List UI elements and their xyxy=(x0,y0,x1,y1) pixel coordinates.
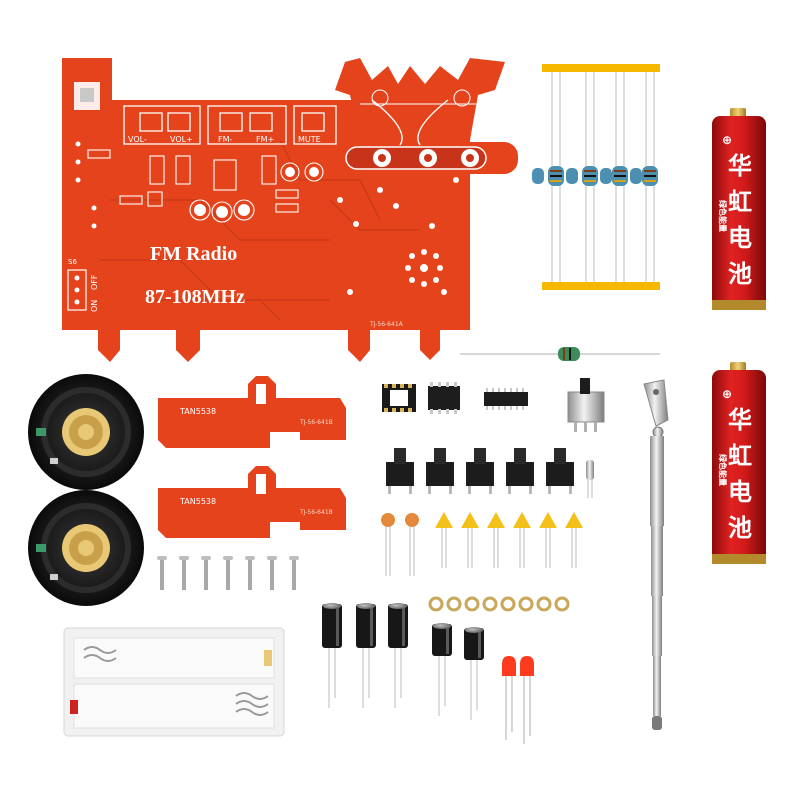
battery-brand-char: 电 xyxy=(728,224,752,252)
button-label-mute: MUTE xyxy=(298,135,321,144)
tact-switch xyxy=(426,448,454,494)
ceramic-capacitor xyxy=(487,512,505,568)
led xyxy=(520,656,534,744)
battery-brand-char: 虹 xyxy=(728,442,752,470)
battery-sub-label: 绿色能量 xyxy=(718,454,728,486)
screw xyxy=(157,556,167,590)
slide-switch xyxy=(567,378,605,432)
nut xyxy=(500,596,516,612)
resistor xyxy=(532,168,642,184)
battery-sub-label: 绿色能量 xyxy=(718,200,728,232)
pcb-board: VOL- VOL+ FM- FM+ MUTE xyxy=(62,58,518,362)
resistor-strip xyxy=(532,64,660,290)
led xyxy=(502,656,516,740)
tact-switch xyxy=(466,448,494,494)
button-label-vol-plus: VOL+ xyxy=(170,135,193,144)
nut xyxy=(446,596,462,612)
battery-brand-char: 池 xyxy=(728,260,752,288)
electrolytic-capacitor xyxy=(322,603,342,708)
nut xyxy=(518,596,534,612)
screw xyxy=(179,556,189,590)
inductor xyxy=(460,347,660,361)
electrolytic-capacitor xyxy=(464,627,484,720)
bracket: TAN5538 TJ-56-641B xyxy=(158,376,346,448)
pcb-band: 87-108MHz xyxy=(145,286,245,308)
pcb-board-code: TJ-56-641A xyxy=(369,321,404,328)
screw xyxy=(223,556,233,590)
ceramic-capacitor xyxy=(565,512,583,568)
speaker-holes xyxy=(405,249,443,287)
electrolytic-capacitors xyxy=(322,603,484,720)
nut xyxy=(428,596,444,612)
battery-symbol: ⊕ xyxy=(722,133,732,147)
battery-brand-char: 虹 xyxy=(728,188,752,216)
screw xyxy=(267,556,277,590)
bracket: TAN5538 TJ-56-641B xyxy=(158,466,346,538)
nuts xyxy=(428,596,570,612)
ic-socket xyxy=(382,384,416,412)
electrolytic-capacitor xyxy=(432,623,452,716)
electrolytic-capacitor xyxy=(356,603,376,708)
battery: ⊕ 华 虹 电 池 绿色能量 xyxy=(712,108,766,310)
screw xyxy=(245,556,255,590)
screw xyxy=(201,556,211,590)
ic-chip-dip8 xyxy=(428,382,460,414)
resistor xyxy=(548,166,564,186)
screw xyxy=(289,556,299,590)
battery-symbol: ⊕ xyxy=(722,387,732,401)
pcb-title: FM Radio xyxy=(150,243,237,265)
telescopic-antenna xyxy=(643,379,669,730)
electrolytic-capacitor xyxy=(388,603,408,708)
ceramic-capacitor xyxy=(539,512,557,568)
speaker xyxy=(28,490,144,606)
battery-brand-char: 电 xyxy=(728,478,752,506)
resistor xyxy=(612,166,628,186)
nut xyxy=(554,596,570,612)
bracket-code: TJ-56-641B xyxy=(299,419,333,426)
button-label-fm-plus: FM+ xyxy=(256,135,274,144)
battery-holder xyxy=(63,627,285,737)
bracket-code: TJ-56-641B xyxy=(299,509,333,516)
resistor xyxy=(642,166,658,186)
switch-label: S6 xyxy=(68,258,77,266)
ceramic-capacitor xyxy=(381,513,395,576)
ceramic-capacitor xyxy=(405,513,419,576)
ic-chip-soic xyxy=(484,388,528,410)
battery-brand-char: 华 xyxy=(728,406,752,434)
resistor xyxy=(582,166,598,186)
nut xyxy=(536,596,552,612)
ceramic-capacitors xyxy=(381,512,583,576)
nut xyxy=(482,596,498,612)
tact-switch xyxy=(506,448,534,494)
battery: ⊕ 华 虹 电 池 绿色能量 xyxy=(712,362,766,564)
tact-switch xyxy=(546,448,574,494)
button-label-vol-minus: VOL- xyxy=(128,135,147,144)
speaker xyxy=(28,374,144,490)
tact-switches xyxy=(386,448,574,494)
ceramic-capacitor xyxy=(513,512,531,568)
tact-switch xyxy=(386,448,414,494)
screws xyxy=(157,556,299,590)
switch-off-label: OFF xyxy=(90,274,99,290)
nut xyxy=(464,596,480,612)
bracket-label: TAN5538 xyxy=(179,497,216,506)
battery-brand-char: 华 xyxy=(728,152,752,180)
crystal xyxy=(586,460,594,498)
bracket-label: TAN5538 xyxy=(179,407,216,416)
ceramic-capacitor xyxy=(435,512,453,568)
ceramic-capacitor xyxy=(461,512,479,568)
button-label-fm-minus: FM- xyxy=(218,135,233,144)
switch-on-label: ON xyxy=(90,300,99,312)
battery-brand-char: 池 xyxy=(728,514,752,542)
